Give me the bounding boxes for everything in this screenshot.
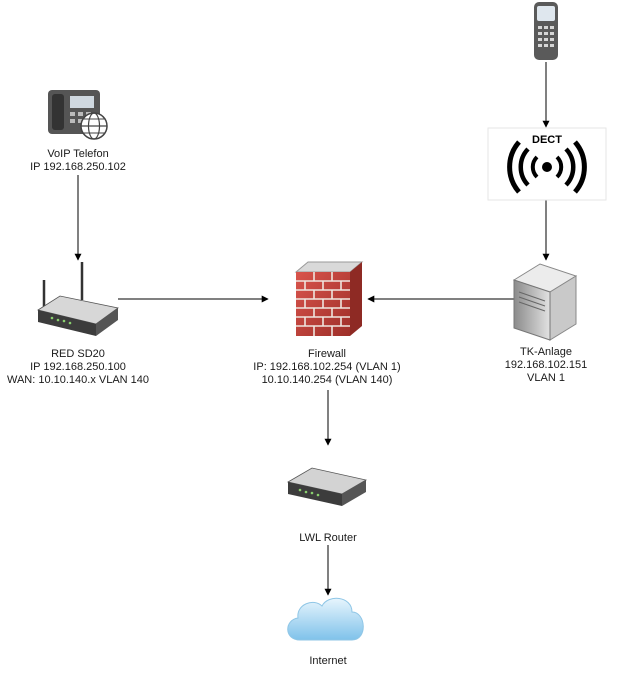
connectors [74, 62, 550, 596]
voip-phone-ip: IP 192.168.250.102 [30, 161, 126, 173]
dect-badge: DECT [532, 134, 562, 146]
router-icon [286, 467, 368, 506]
red-sd20-name: RED SD20 [51, 348, 105, 360]
desk-phone-globe-icon [48, 90, 108, 140]
tk-anlage-vlan: VLAN 1 [527, 372, 565, 384]
red-sd20-wan: WAN: 10.10.140.x VLAN 140 [6, 374, 150, 386]
firewall-label: Firewall IP: 192.168.102.254 (VLAN 1) 10… [244, 348, 410, 387]
firewall-name: Firewall [308, 348, 346, 360]
brick-firewall-icon [294, 261, 364, 336]
tk-anlage-name: TK-Anlage [520, 346, 572, 358]
server-tower-icon [512, 263, 578, 341]
voip-phone-name: VoIP Telefon [47, 148, 109, 160]
lwl-router-label: LWL Router [290, 532, 366, 545]
voip-phone-label: VoIP Telefon IP 192.168.250.102 [20, 148, 136, 174]
wireless-router-icon [36, 262, 119, 336]
firewall-ip-vlan140: 10.10.140.254 (VLAN 140) [261, 374, 393, 386]
tk-anlage-ip: 192.168.102.151 [504, 359, 588, 371]
tk-anlage-label: TK-Anlage 192.168.102.151 VLAN 1 [498, 346, 594, 385]
mobile-handset-icon [534, 2, 558, 60]
firewall-ip-vlan1: IP: 192.168.102.254 (VLAN 1) [253, 361, 401, 373]
dect-antenna-icon: DECT [487, 127, 607, 201]
lwl-router-name: LWL Router [299, 532, 357, 544]
cloud-icon [287, 597, 364, 641]
internet-label: Internet [296, 655, 360, 668]
red-sd20-ip: IP 192.168.250.100 [30, 361, 126, 373]
internet-name: Internet [309, 655, 347, 667]
red-sd20-label: RED SD20 IP 192.168.250.100 WAN: 10.10.1… [0, 348, 156, 387]
